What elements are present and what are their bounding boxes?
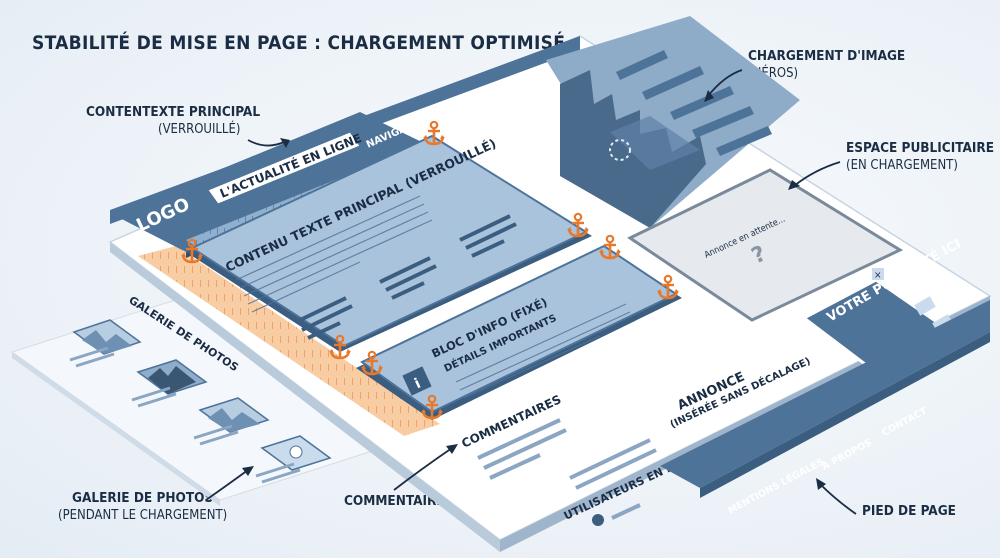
main-bar-lines <box>295 214 517 340</box>
user-icon <box>592 514 604 526</box>
ad-placeholder: Annonce en attente... ? <box>626 168 904 322</box>
leader-ad <box>793 161 841 187</box>
diagram-title: STABILITÉ DE MISE EN PAGE : CHARGEMENT O… <box>32 32 566 54</box>
callout-image-title: CHARGEMENT D'IMAGE <box>748 48 906 64</box>
hero-load-arrows <box>616 50 772 156</box>
leader-arrowheads <box>242 90 826 490</box>
callout-comments: COMMENTAIRES <box>344 493 453 510</box>
comments-lines <box>477 418 567 480</box>
callout-footer: PIED DE PAGE <box>862 503 956 520</box>
close-icon-glyph: × <box>874 270 882 281</box>
callout-comments-title: COMMENTAIRES <box>344 493 454 509</box>
leader-footer <box>819 483 857 515</box>
callout-text-sub: (VERROUILLÉ) <box>158 122 241 137</box>
callout-gallery-title: GALERIE DE PHOTOS <box>72 490 214 506</box>
leader-comments <box>393 447 453 491</box>
close-icon[interactable] <box>872 268 884 280</box>
footer-link-about[interactable]: À PROPOS <box>820 436 874 472</box>
info-icon <box>402 366 432 396</box>
leader-gallery <box>205 469 249 501</box>
leader-text <box>247 139 285 147</box>
callout-ad-sub: (EN CHARGEMENT) <box>846 158 958 173</box>
callout-footer-title: PIED DE PAGE <box>862 503 956 519</box>
leader-lines <box>205 69 857 515</box>
gallery-caption-lines <box>69 346 301 484</box>
callout-ad-title: ESPACE PUBLICITAIRE <box>846 140 995 156</box>
gallery-thumb-2[interactable] <box>136 359 208 395</box>
footer-link-contact[interactable]: CONTACT <box>880 405 929 438</box>
callout-image: CHARGEMENT D'IMAGE (HÉROS) <box>748 48 905 82</box>
gallery-thumb-4[interactable] <box>260 435 332 471</box>
main-lorem-lines <box>235 195 433 313</box>
info-lorem-lines <box>455 303 631 399</box>
callout-text: CONTENTEXTE PRINCIPAL (VERROUILLÉ) <box>86 104 260 138</box>
ad-share-icon <box>914 296 936 316</box>
layout-ruler <box>138 246 440 436</box>
hero-image <box>546 16 800 228</box>
callout-ad: ESPACE PUBLICITAIRE (EN CHARGEMENT) <box>846 140 994 174</box>
leader-image <box>707 69 743 97</box>
gallery-thumb-3[interactable] <box>198 397 270 433</box>
online-users-lines <box>569 438 657 490</box>
gallery-thumb-1[interactable] <box>72 319 142 355</box>
callout-text-title: CONTENTEXTE PRINCIPAL <box>86 104 261 120</box>
callout-gallery-sub: (PENDANT LE CHARGEMENT) <box>58 508 228 523</box>
info-icon-glyph: i <box>412 376 423 393</box>
callout-gallery: GALERIE DE PHOTOS (PENDANT LE CHARGEMENT… <box>58 490 227 524</box>
